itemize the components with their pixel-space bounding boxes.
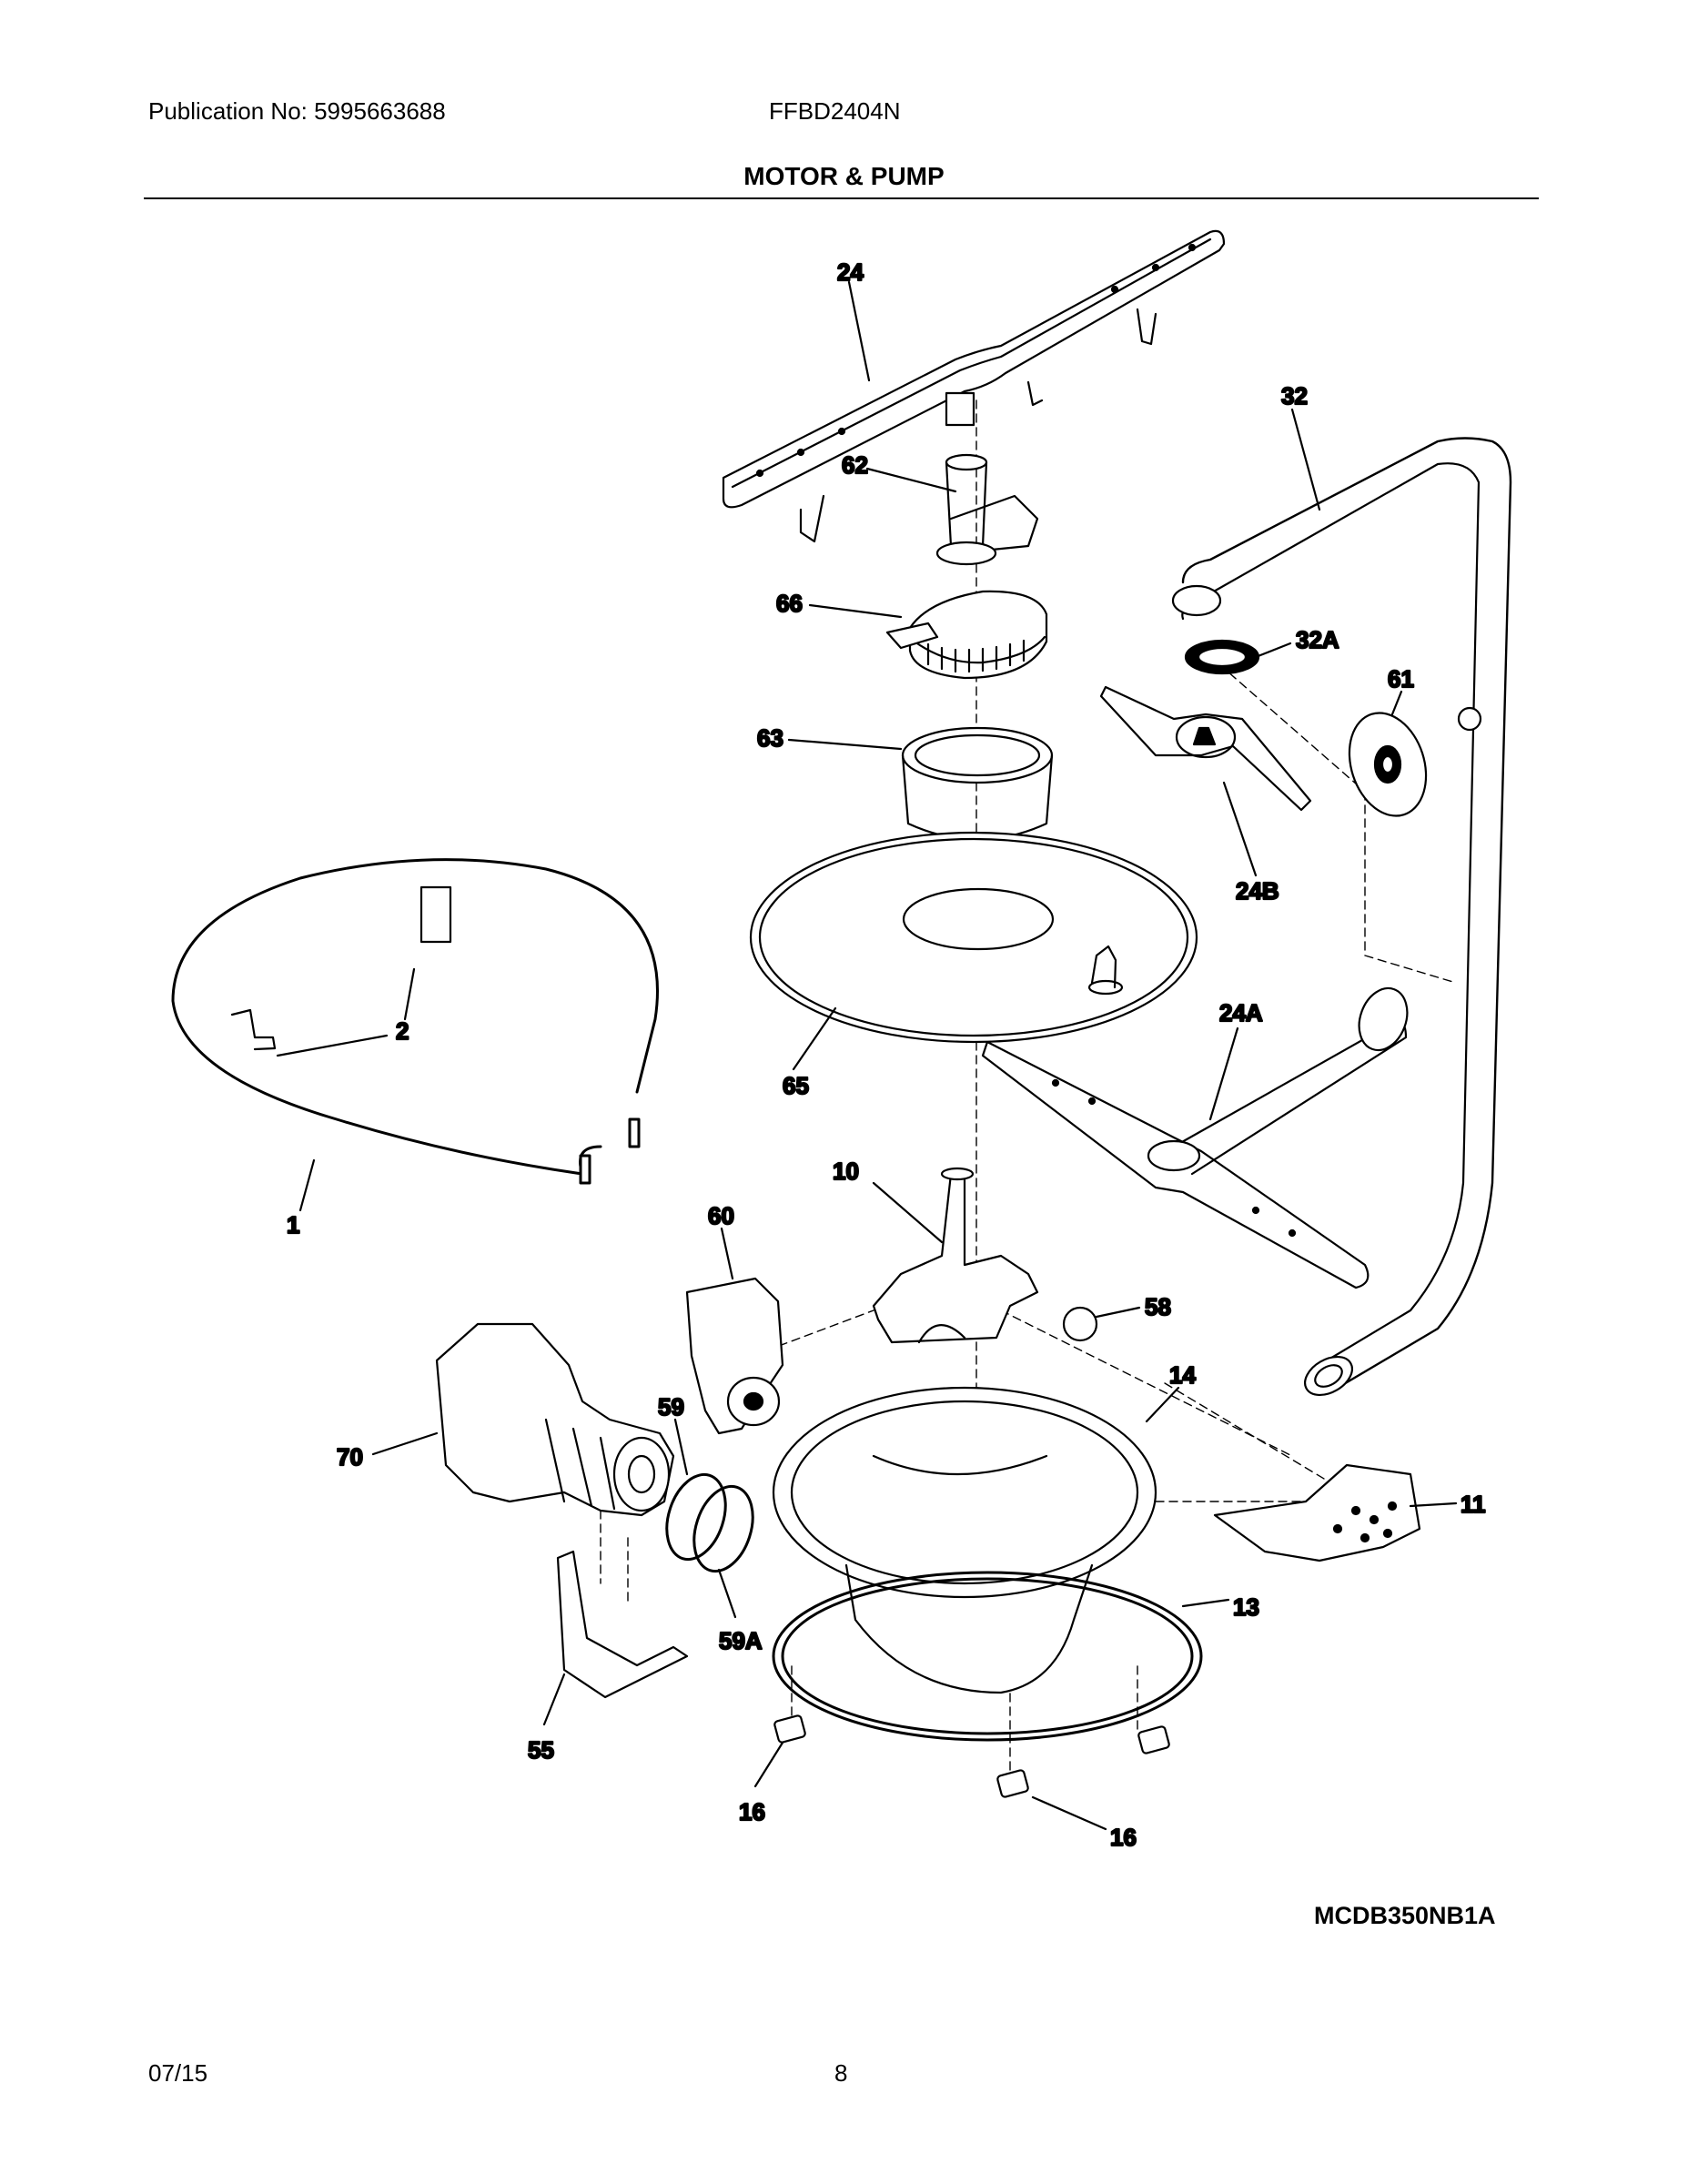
callout-10: 10: [833, 1158, 859, 1185]
callout-24A: 24A: [1219, 999, 1263, 1026]
callout-24: 24: [837, 258, 864, 286]
heater-sensor-plate: [1213, 1463, 1421, 1562]
callout-58: 58: [1145, 1293, 1171, 1320]
callout-2: 2: [396, 1017, 409, 1045]
diverter-housing: [872, 1167, 1039, 1344]
middle-wash-arm: [1099, 685, 1312, 812]
upper-spray-arm: [722, 229, 1226, 543]
callout-16a: 16: [739, 1798, 765, 1825]
motor-o-rings: [665, 1472, 754, 1573]
callout-65: 65: [783, 1072, 809, 1099]
header-rule: [144, 197, 1539, 199]
callout-labels: 24 32 62 66 32A 61 63 24B 2 65 24A 1 10 …: [286, 258, 1487, 1852]
callout-16b: 16: [1110, 1824, 1137, 1851]
spray-arm-tube: [935, 453, 1039, 566]
heating-element: [171, 858, 659, 1185]
callout-61: 61: [1388, 665, 1414, 693]
callout-70: 70: [337, 1443, 363, 1471]
diagram-code: MCDB350NB1A: [1314, 1902, 1496, 1929]
filter-plate: [749, 831, 1198, 1044]
callout-1: 1: [287, 1211, 299, 1239]
footer-date: 07/15: [148, 2059, 208, 2087]
callout-13: 13: [1233, 1593, 1259, 1621]
page-number: 8: [834, 2059, 848, 2087]
callout-59: 59: [658, 1393, 684, 1421]
sump-seal: [772, 1571, 1203, 1742]
callout-63: 63: [757, 724, 783, 752]
callout-66: 66: [776, 590, 803, 617]
vent-disc: [1348, 712, 1428, 817]
callout-32: 32: [1281, 382, 1308, 410]
publication-number: Publication No: 5995663688: [148, 97, 446, 125]
filter-cup: [901, 726, 1054, 841]
drain-pump: [685, 1277, 784, 1435]
mounting-grommets: [773, 1714, 1170, 1798]
check-ball: [1062, 1306, 1098, 1342]
page-title: MOTOR & PUMP: [743, 162, 945, 190]
motor-bracket: [556, 1550, 689, 1699]
feed-tube-seal: [1184, 639, 1260, 675]
model-number: FFBD2404N: [769, 97, 901, 125]
lower-spray-arm: [981, 986, 1409, 1289]
callout-11: 11: [1461, 1491, 1486, 1518]
heater-clips: [230, 885, 452, 1051]
fine-filter-ring: [885, 590, 1048, 680]
upper-feed-tube: [1171, 437, 1512, 1397]
callout-60: 60: [708, 1202, 734, 1229]
circulation-motor: [435, 1322, 675, 1517]
callout-leader-lines: [276, 280, 1458, 1831]
callout-32A: 32A: [1296, 626, 1339, 653]
callout-62: 62: [842, 451, 868, 479]
callout-59A: 59A: [719, 1627, 763, 1654]
callout-24B: 24B: [1236, 877, 1279, 905]
callout-14: 14: [1169, 1361, 1196, 1389]
callout-55: 55: [528, 1736, 554, 1764]
sump-assembly: [772, 1386, 1157, 1694]
